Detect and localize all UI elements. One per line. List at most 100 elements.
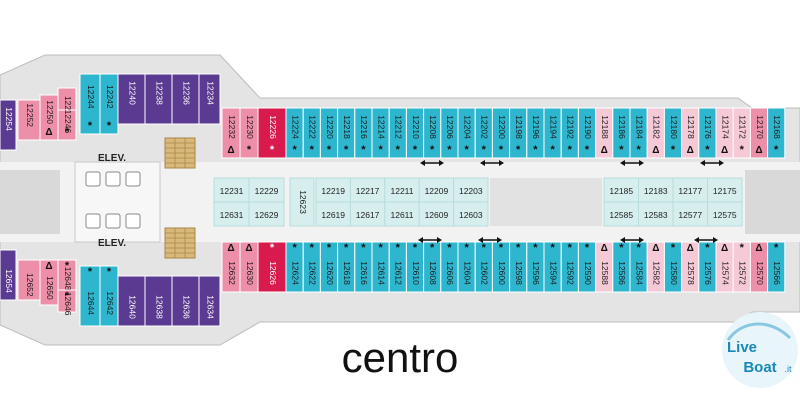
cabin-12634[interactable]: 12634 — [198, 275, 221, 327]
cabin-12644[interactable]: 12644* — [79, 265, 101, 327]
cabin-12198[interactable]: 12198* — [509, 107, 528, 159]
cabin-12638[interactable]: 12638 — [144, 275, 173, 327]
cabin-12604[interactable]: 12604* — [457, 241, 476, 293]
cabin-12180[interactable]: 12180* — [663, 107, 683, 159]
cabin-12183[interactable]: 12183 — [638, 177, 674, 203]
cabin-12576[interactable]: 12576* — [698, 241, 717, 293]
cabin-12608[interactable]: 12608* — [423, 241, 442, 293]
cabin-12612[interactable]: 12612* — [388, 241, 407, 293]
cabin-12652[interactable]: 12652 — [17, 259, 41, 301]
cabin-12614[interactable]: 12614* — [371, 241, 390, 293]
cabin-12636[interactable]: 12636 — [171, 275, 200, 327]
cabin-12172[interactable]: 12172* — [732, 107, 751, 159]
cabin-12606[interactable]: 12606* — [440, 241, 459, 293]
cabin-12610[interactable]: 12610* — [405, 241, 425, 293]
cabin-12220[interactable]: 12220* — [319, 107, 339, 159]
cabin-12584[interactable]: 12584* — [629, 241, 648, 293]
cabin-12586[interactable]: 12586* — [612, 241, 631, 293]
cabin-12216[interactable]: 12216* — [354, 107, 373, 159]
cabin-12192[interactable]: 12192* — [560, 107, 579, 159]
cabin-12622[interactable]: 12622* — [302, 241, 321, 293]
cabin-12168[interactable]: 12168* — [767, 107, 786, 159]
cabin-12211[interactable]: 12211 — [384, 177, 420, 203]
cabin-12224[interactable]: 12224* — [285, 107, 304, 159]
cabin-12210[interactable]: 12210* — [405, 107, 425, 159]
cabin-12236[interactable]: 12236 — [171, 73, 200, 125]
cabin-12204[interactable]: 12204* — [457, 107, 476, 159]
cabin-12242[interactable]: 12242* — [99, 73, 119, 135]
cabin-12184[interactable]: 12184* — [629, 107, 648, 159]
cabin-12218[interactable]: 12218* — [337, 107, 356, 159]
cabin-12640[interactable]: 12640 — [117, 275, 146, 327]
cabin-12185[interactable]: 12185 — [603, 177, 639, 203]
cabin-12177[interactable]: 12177 — [672, 177, 708, 203]
cabin-12194[interactable]: 12194* — [543, 107, 562, 159]
cabin-12631[interactable]: 12631 — [213, 201, 250, 227]
cabin-12629[interactable]: 12629 — [248, 201, 285, 227]
cabin-12252[interactable]: 12252 — [17, 99, 41, 141]
cabin-12583[interactable]: 12583 — [638, 201, 674, 227]
cabin-12209[interactable]: 12209 — [418, 177, 455, 203]
cabin-12254[interactable]: 12254 — [0, 99, 17, 151]
cabin-12594[interactable]: 12594* — [543, 241, 562, 293]
cabin-12230[interactable]: 12230* — [239, 107, 259, 159]
cabin-12611[interactable]: 12611 — [384, 201, 420, 227]
cabin-12226[interactable]: 12226* — [257, 107, 287, 159]
cabin-12585[interactable]: 12585 — [603, 201, 639, 227]
cabin-12600[interactable]: 12600* — [491, 241, 511, 293]
cabin-12624[interactable]: 12624* — [285, 241, 304, 293]
cabin-12202[interactable]: 12202* — [474, 107, 493, 159]
cabin-12618[interactable]: 12618* — [337, 241, 356, 293]
cabin-12623[interactable]: 12623 — [289, 177, 315, 227]
cabin-12654[interactable]: 12654 — [0, 249, 17, 301]
cabin-12575[interactable]: 12575 — [707, 201, 743, 227]
cabin-12208[interactable]: 12208* — [423, 107, 442, 159]
cabin-12212[interactable]: 12212* — [388, 107, 407, 159]
cabin-12176[interactable]: 12176* — [698, 107, 717, 159]
cabin-12580[interactable]: 12580* — [663, 241, 683, 293]
cabin-12648[interactable]: 12648* — [57, 259, 77, 291]
cabin-12196[interactable]: 12196* — [526, 107, 545, 159]
cabin-12646[interactable]: 12646* — [57, 289, 77, 316]
cabin-12566[interactable]: 12566* — [767, 241, 786, 293]
cabin-12186[interactable]: 12186* — [612, 107, 631, 159]
cabin-12246[interactable]: 12246* — [57, 109, 77, 141]
cabin-12190[interactable]: 12190* — [577, 107, 597, 159]
cabin-12619[interactable]: 12619 — [315, 201, 351, 227]
cabin-12175[interactable]: 12175 — [707, 177, 743, 203]
cabin-12616[interactable]: 12616* — [354, 241, 373, 293]
cabin-12609[interactable]: 12609 — [418, 201, 455, 227]
cabin-12234[interactable]: 12234 — [198, 73, 221, 125]
cabin-12577[interactable]: 12577 — [672, 201, 708, 227]
cabin-12219[interactable]: 12219 — [315, 177, 351, 203]
cabin-12203[interactable]: 12203 — [453, 177, 489, 203]
cabin-12572[interactable]: 12572* — [732, 241, 751, 293]
cabin-12238[interactable]: 12238 — [144, 73, 173, 125]
cabin-12617[interactable]: 12617 — [349, 201, 386, 227]
cabin-12244[interactable]: 12244* — [79, 73, 101, 135]
cabin-12206[interactable]: 12206* — [440, 107, 459, 159]
cabin-12620[interactable]: 12620* — [319, 241, 339, 293]
cabin-12231[interactable]: 12231 — [213, 177, 250, 203]
cabin-12602[interactable]: 12602* — [474, 241, 493, 293]
cabin-12598[interactable]: 12598* — [509, 241, 528, 293]
cabin-12592[interactable]: 12592* — [560, 241, 579, 293]
cabin-12229[interactable]: 12229 — [248, 177, 285, 203]
cabin-12642[interactable]: 12642* — [99, 265, 119, 327]
cabin-12217[interactable]: 12217 — [349, 177, 386, 203]
cabin-12596[interactable]: 12596* — [526, 241, 545, 293]
cabin-12222[interactable]: 12222* — [302, 107, 321, 159]
